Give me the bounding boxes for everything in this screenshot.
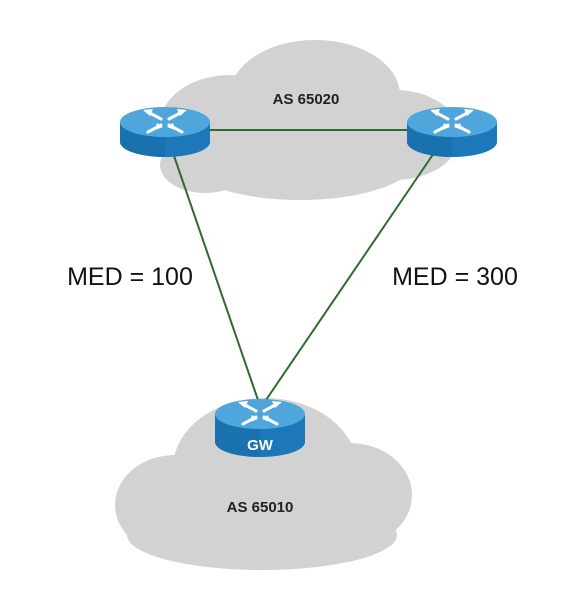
as65010-label: AS 65010 [227,499,294,516]
router-left [120,107,210,157]
link-left-gw [171,149,259,401]
router-icon [215,399,305,457]
router-right [407,107,497,157]
router-gateway: GW [215,399,305,457]
gw-label: GW [247,437,274,454]
cloud-as65020 [160,40,460,200]
router-icon [407,107,497,157]
router-icon [120,107,210,157]
cloud-as65010 [115,398,412,570]
med-300-label: MED = 300 [392,263,518,291]
link-right-gw [265,149,437,401]
as65020-label: AS 65020 [273,91,340,108]
med-100-label: MED = 100 [67,263,193,291]
